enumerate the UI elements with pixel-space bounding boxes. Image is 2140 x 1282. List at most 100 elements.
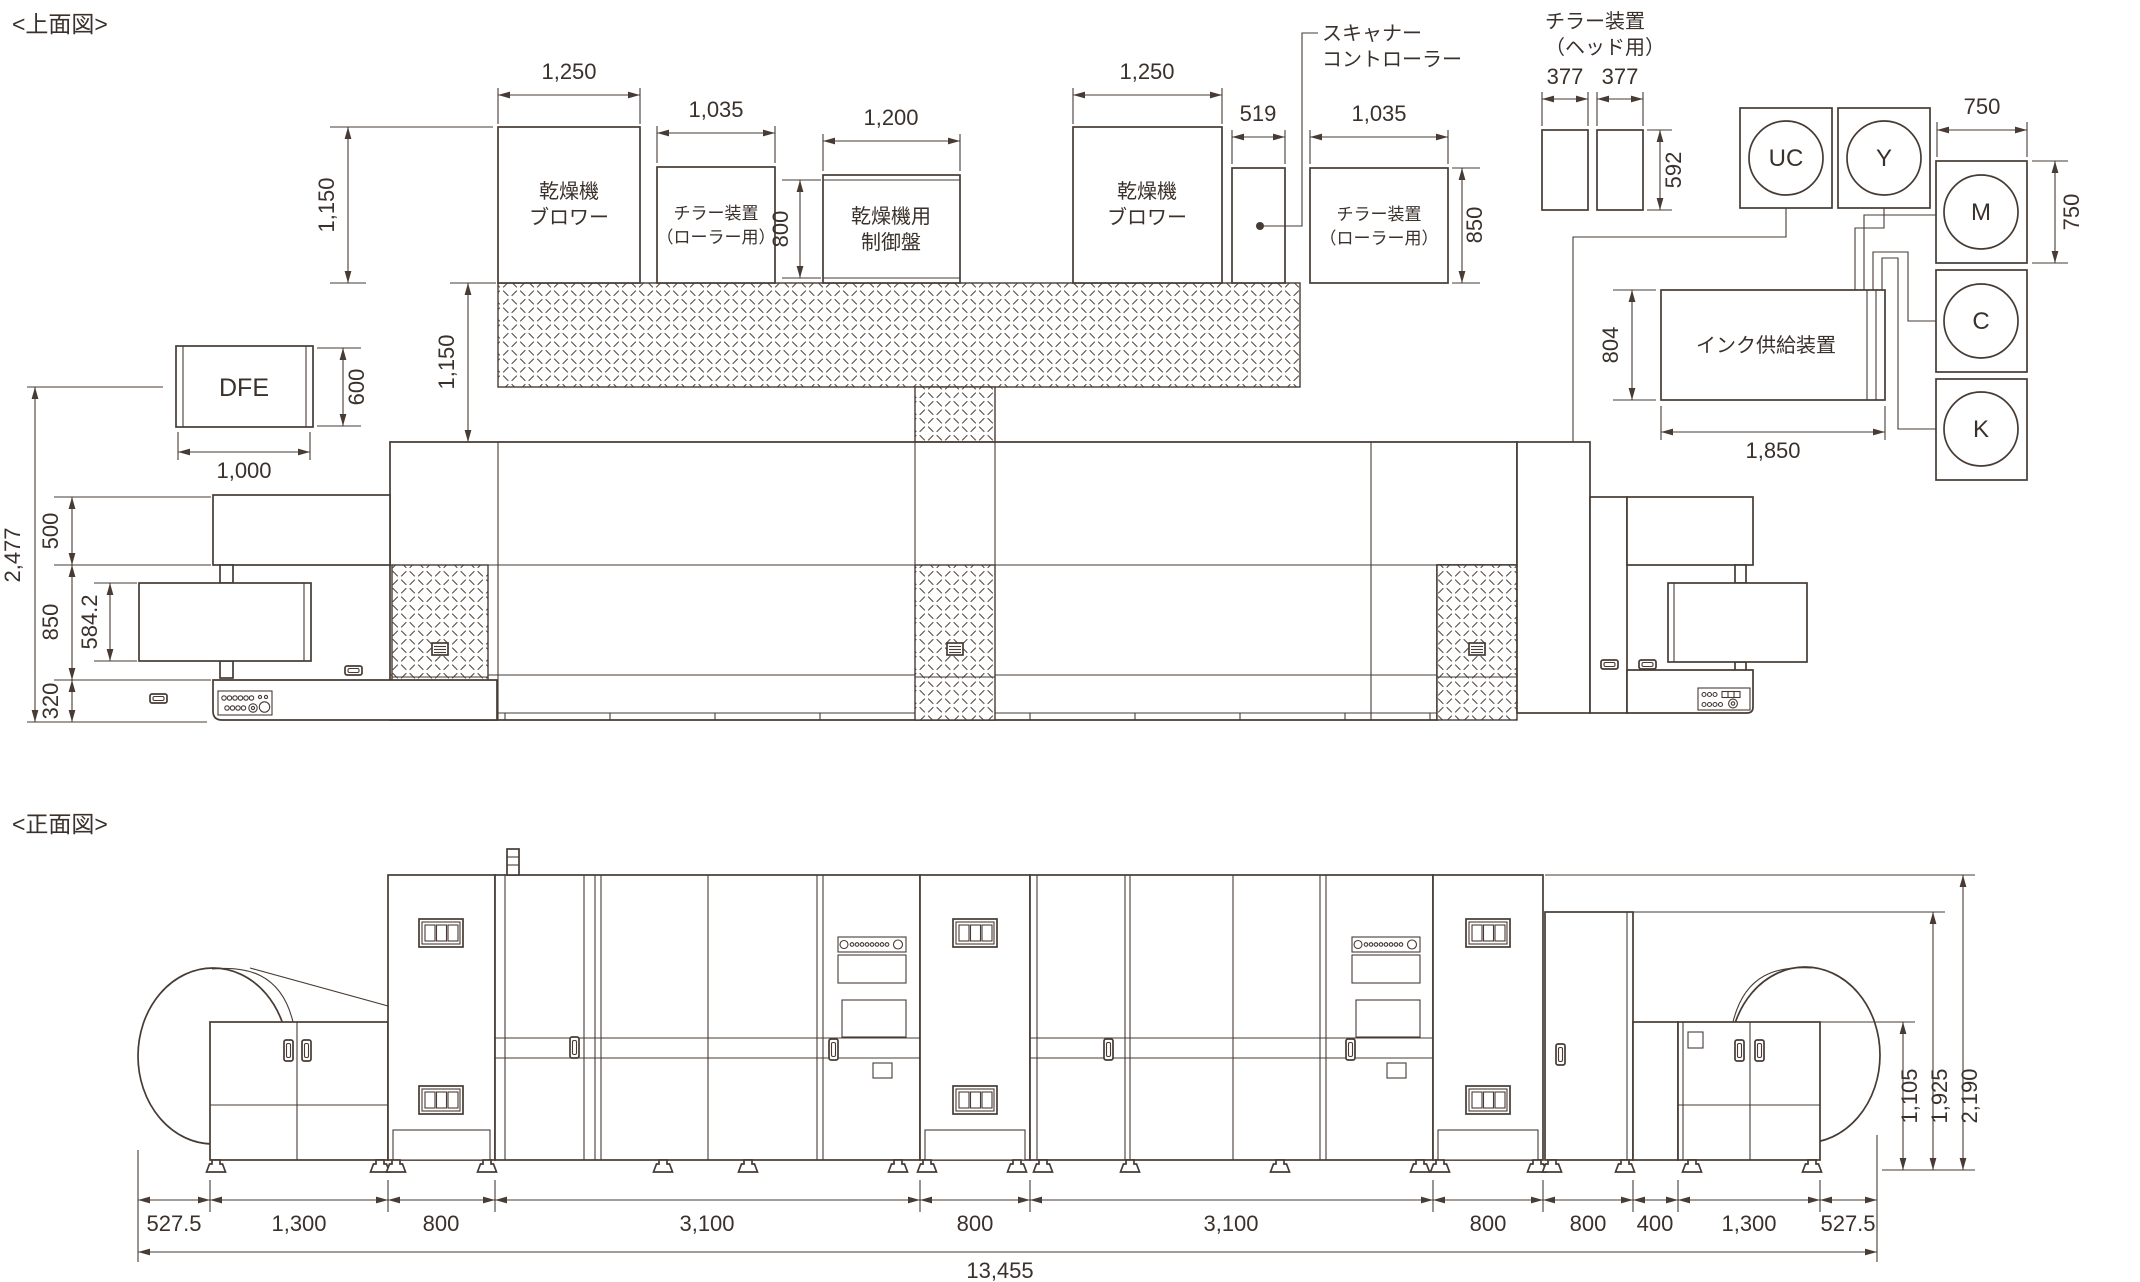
svg-text:800: 800	[1570, 1211, 1607, 1236]
front-view: <正面図>	[12, 811, 1982, 1282]
svg-text:制御盤: 制御盤	[861, 231, 921, 254]
dryer-blower-2: 乾燥機 ブロワー	[1072, 126, 1223, 284]
machine-feet	[205, 1159, 1823, 1173]
svg-text:519: 519	[1240, 101, 1277, 126]
vent-grille-icon	[1465, 918, 1511, 948]
door-handle-icon	[1754, 1039, 1765, 1062]
dim-unwinder-back: 500	[38, 496, 211, 566]
dim-unwinder-front: 320	[38, 680, 76, 722]
svg-text:1,300: 1,300	[271, 1211, 326, 1236]
svg-text:527.5: 527.5	[1820, 1211, 1875, 1236]
dryer-control-panel: 乾燥機用 制御盤	[822, 174, 961, 284]
dim-total-width: 13,455	[966, 1258, 1033, 1282]
dim-ink-depth: 804	[1598, 289, 1656, 401]
walkway-hatch	[497, 282, 1301, 443]
dim-chiller1-width: 1,035	[656, 97, 776, 163]
dim-roll-depth: 584.2	[77, 582, 137, 662]
dim-chiller-head-widths: 377 377	[1541, 64, 1644, 126]
svg-text:コントローラー: コントローラー	[1322, 49, 1462, 71]
floor-grate-icon	[431, 642, 449, 656]
door-handle-icon	[1638, 659, 1657, 670]
svg-text:1,000: 1,000	[216, 458, 271, 483]
rewinder-top	[1516, 441, 1808, 714]
svg-text:527.5: 527.5	[146, 1211, 201, 1236]
door-handle-icon	[149, 693, 168, 704]
dim-chiller2-width: 1,035	[1309, 101, 1449, 164]
dim-blower-depth: 1,150	[314, 126, 493, 284]
leader-dot	[1256, 222, 1264, 230]
svg-text:320: 320	[38, 683, 63, 720]
unwinder-cabinet	[209, 1021, 389, 1161]
vent-square	[1687, 1031, 1704, 1049]
svg-text:800: 800	[1470, 1211, 1507, 1236]
svg-text:ブロワー: ブロワー	[1107, 205, 1187, 229]
svg-text:850: 850	[1462, 207, 1487, 244]
svg-text:チラー装置: チラー装置	[1545, 10, 1645, 33]
svg-text:804: 804	[1598, 327, 1623, 364]
svg-text:1,035: 1,035	[688, 97, 743, 122]
door-handle-icon	[1600, 659, 1619, 670]
rewind-roll-shaft	[1667, 582, 1808, 663]
front-height-dimensions: 1,105 1,925 2,190	[1545, 874, 1982, 1171]
svg-text:800: 800	[768, 211, 793, 248]
svg-text:750: 750	[1964, 94, 2001, 119]
rewinder-control-panel	[1697, 687, 1751, 711]
chiller-roller-1: チラー装置 （ローラー用）	[656, 166, 776, 284]
walkway-tower-3	[1432, 874, 1544, 1161]
walkway-tower-1	[387, 874, 496, 1161]
svg-text:800: 800	[957, 1211, 994, 1236]
door-handle-icon	[569, 1036, 580, 1059]
station-k-label: K	[1973, 416, 1989, 443]
svg-text:1,150: 1,150	[434, 334, 459, 389]
chiller-head-label: チラー装置 （ヘッド用）	[1545, 10, 1665, 59]
door-handle-icon	[828, 1038, 839, 1061]
svg-text:1,035: 1,035	[1351, 101, 1406, 126]
scanner-controller-label: スキャナー コントローラー	[1264, 23, 1462, 227]
dim-ink-width: 1,850	[1660, 406, 1886, 463]
dim-walkway-depth: 1,150	[434, 282, 496, 443]
front-width-dimensions: 527.5 1,300 800 3,100 800 3,100 800 800 …	[137, 1135, 1878, 1282]
svg-text:チラー装置: チラー装置	[1337, 205, 1422, 224]
svg-text:400: 400	[1637, 1211, 1674, 1236]
top-view: <上面図>	[0, 10, 2084, 723]
dim-station-depth: 750	[2032, 160, 2084, 264]
svg-text:1,850: 1,850	[1745, 438, 1800, 463]
dim-dfe-width: 1,000	[177, 432, 311, 483]
station-y-label: Y	[1876, 145, 1892, 172]
dim-scanner-width: 519	[1231, 101, 1286, 164]
dfe-label: DFE	[219, 374, 269, 402]
svg-text:3,100: 3,100	[1203, 1211, 1258, 1236]
svg-text:スキャナー: スキャナー	[1322, 23, 1422, 45]
door-handle-icon	[344, 665, 363, 676]
dim-station-width: 750	[1936, 94, 2028, 157]
web-path	[211, 967, 389, 1023]
dim-chiller-head-depth: 592	[1647, 129, 1686, 211]
svg-text:2,477: 2,477	[0, 527, 25, 582]
dim-chiller-depth: 850	[1452, 167, 1487, 284]
top-view-dimensions: 1,250 1,035 1,200 1,250 519 1,035 377 37…	[0, 59, 2084, 723]
svg-text:850: 850	[38, 604, 63, 641]
svg-text:1,150: 1,150	[314, 177, 339, 232]
vent-grille-icon	[952, 1085, 998, 1115]
svg-text:1,300: 1,300	[1721, 1211, 1776, 1236]
svg-text:377: 377	[1547, 64, 1584, 89]
ink-stations: UC Y M C K	[1739, 107, 2028, 481]
dim-total-height: 2,190	[1957, 1068, 1982, 1123]
dim-total-depth: 2,477	[0, 386, 207, 723]
dim-mid-height: 1,925	[1927, 1068, 1952, 1123]
operator-panel-2	[1351, 936, 1421, 1079]
signal-lamp	[506, 848, 520, 876]
dim-cabinet-height: 1,105	[1897, 1068, 1922, 1123]
operator-panel-1	[837, 936, 907, 1079]
dfe-station: DFE	[175, 345, 314, 428]
unwinder-top	[138, 494, 498, 721]
svg-text:800: 800	[423, 1211, 460, 1236]
station-m-label: M	[1971, 199, 1991, 226]
svg-text:乾燥機: 乾燥機	[539, 180, 599, 203]
ink-tubes	[1572, 208, 1936, 442]
svg-text:乾燥機用: 乾燥機用	[851, 205, 931, 228]
dim-panel-width: 1,200	[822, 105, 961, 171]
dim-unwinder-mid: 850	[38, 565, 211, 681]
station-c-label: C	[1972, 308, 1989, 335]
